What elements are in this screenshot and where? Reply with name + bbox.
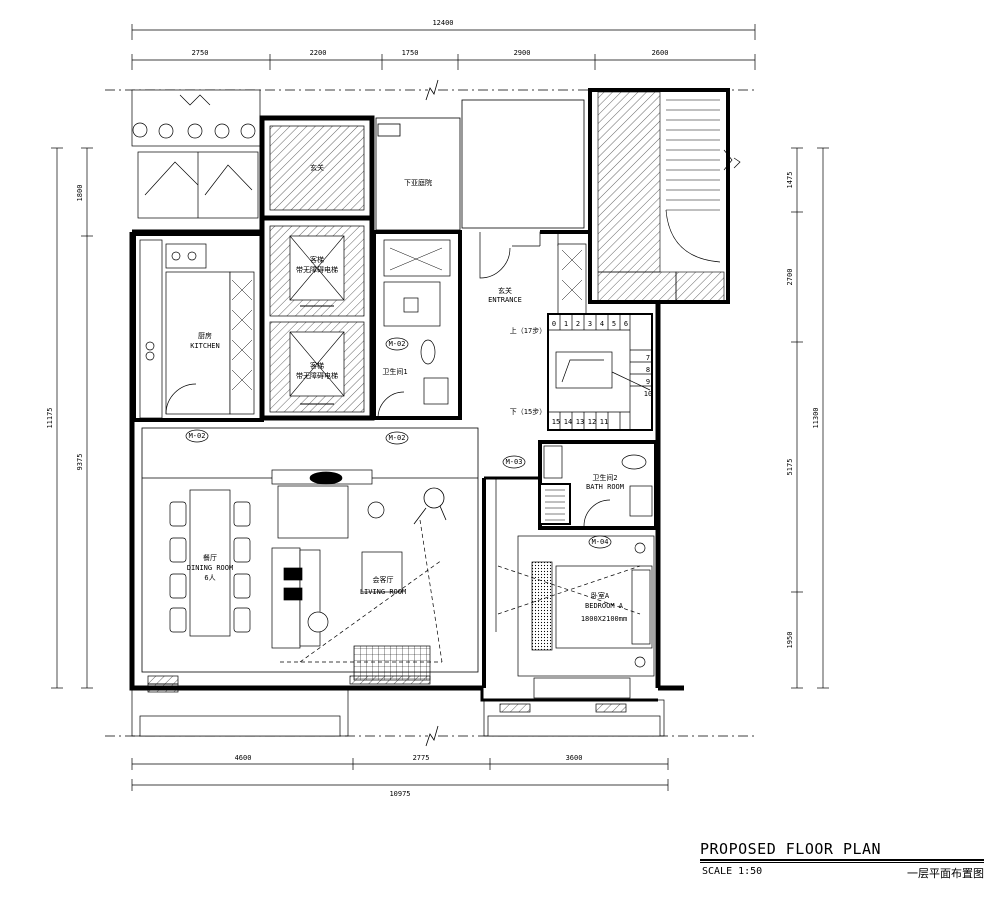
bottom-dimensions	[131, 758, 669, 791]
dim-bottom-seg-3: 3600	[566, 754, 583, 762]
room-living-en: LIVING ROOM	[360, 588, 406, 596]
kitchen	[132, 232, 264, 422]
drawing-title: PROPOSED FLOOR PLAN	[700, 840, 882, 858]
dim-bottom-seg-2: 2775	[413, 754, 430, 762]
room-dining-seats: 6人	[204, 574, 215, 582]
dim-right-seg-3: 5175	[786, 459, 794, 476]
stair-step-number: 14	[564, 418, 572, 426]
stair-step-number: 13	[576, 418, 584, 426]
room-elevator-2: 客梯	[310, 361, 324, 370]
title-underline	[700, 859, 984, 861]
dim-bottom-seg-1: 4600	[235, 754, 252, 762]
dim-left-total: 11175	[46, 407, 54, 428]
room-living-cn: 会客厅	[373, 575, 394, 584]
stair-step-number: 11	[600, 418, 608, 426]
room-lower-garden: 下亚庭院	[404, 178, 432, 187]
living	[147, 469, 443, 685]
dim-left-seg-2: 9375	[76, 454, 84, 471]
room-kitchen-cn: 厨房	[198, 331, 212, 340]
dim-top-seg-2: 2200	[310, 49, 327, 57]
room-kitchen-en: KITCHEN	[190, 342, 220, 350]
garden-bottom	[131, 683, 665, 737]
dim-top-seg-4: 2900	[514, 49, 531, 57]
door-tag-3: M-02	[389, 340, 406, 348]
door-tag-4: M-03	[506, 458, 523, 466]
person-figure-icon	[413, 487, 447, 525]
room-entrance-en: ENTRANCE	[488, 296, 522, 304]
dim-top-seg-1: 2750	[192, 49, 209, 57]
room-bedroom-cn: 卧室A	[591, 591, 610, 600]
room-elevator-1-sub: 带无障碍电梯	[296, 265, 338, 274]
door-tag-5: M-04	[592, 538, 609, 546]
stair-step-number: 2	[576, 320, 580, 328]
dim-left-seg-1: 1800	[76, 185, 84, 202]
elevators	[259, 215, 375, 421]
dim-right-seg-1: 1475	[786, 172, 794, 189]
room-bath1: 卫生间1	[382, 367, 407, 376]
bedroom	[482, 476, 655, 699]
stair-step-number: 9	[646, 378, 650, 386]
stair-step-number: 6	[624, 320, 628, 328]
dim-right-seg-2: 2700	[786, 269, 794, 286]
bathroom-2	[538, 440, 658, 530]
stair-step-number: 15	[552, 418, 560, 426]
dim-right-total: 11300	[812, 407, 820, 428]
entrance	[458, 231, 559, 418]
dim-top-seg-5: 2600	[652, 49, 669, 57]
stair-step-number: 0	[552, 320, 556, 328]
left-dimensions	[51, 147, 93, 689]
stair-step-number: 7	[646, 354, 650, 362]
dim-top-total: 12400	[432, 19, 453, 27]
dim-top-seg-3: 1750	[402, 49, 419, 57]
room-foyer-top: 玄关	[310, 163, 324, 172]
stair-step-number: 10	[644, 390, 652, 398]
stair-top-right	[588, 88, 741, 304]
lower-garden	[375, 99, 585, 231]
stair-up-label: 上（17步）	[510, 326, 546, 335]
room-bath2-en: BATH ROOM	[586, 483, 624, 491]
drawing-title-cn: 一层平面布置图	[907, 867, 984, 880]
door-tag-1: M-02	[189, 432, 206, 440]
drawing-scale: SCALE 1:50	[702, 866, 763, 877]
door-tags	[185, 337, 612, 549]
dining	[141, 427, 479, 673]
room-elevator-2-sub: 带无障碍电梯	[296, 371, 338, 380]
bathroom-1	[372, 230, 462, 420]
dim-bottom-total: 10975	[389, 790, 410, 798]
room-dining-en: DINING ROOM	[187, 564, 233, 572]
door-tag-2: M-02	[389, 434, 406, 442]
stair-step-number: 8	[646, 366, 650, 374]
garden-top-left	[131, 89, 261, 219]
room-bath2-cn: 卫生间2	[592, 473, 617, 482]
stair-step-number: 1	[564, 320, 568, 328]
room-entrance-cn: 玄关	[498, 286, 512, 295]
title-underline-thin	[700, 862, 984, 863]
stair-step-number: 12	[588, 418, 596, 426]
top-dimensions	[131, 24, 756, 70]
break-marks	[425, 79, 439, 747]
dim-right-seg-4: 1950	[786, 632, 794, 649]
stair-step-number: 5	[612, 320, 616, 328]
room-elevator-1: 客梯	[310, 255, 324, 264]
room-bed-size: 1800X2100mm	[581, 615, 627, 623]
stair-down-label: 下（15步）	[510, 408, 546, 416]
room-dining-cn: 餐厅	[203, 553, 217, 562]
stair-step-number: 4	[600, 320, 604, 328]
room-bedroom-en: BEDROOM A	[585, 602, 624, 610]
stair-step-number: 3	[588, 320, 592, 328]
right-dimensions	[791, 147, 829, 689]
internal-stair	[547, 243, 653, 431]
